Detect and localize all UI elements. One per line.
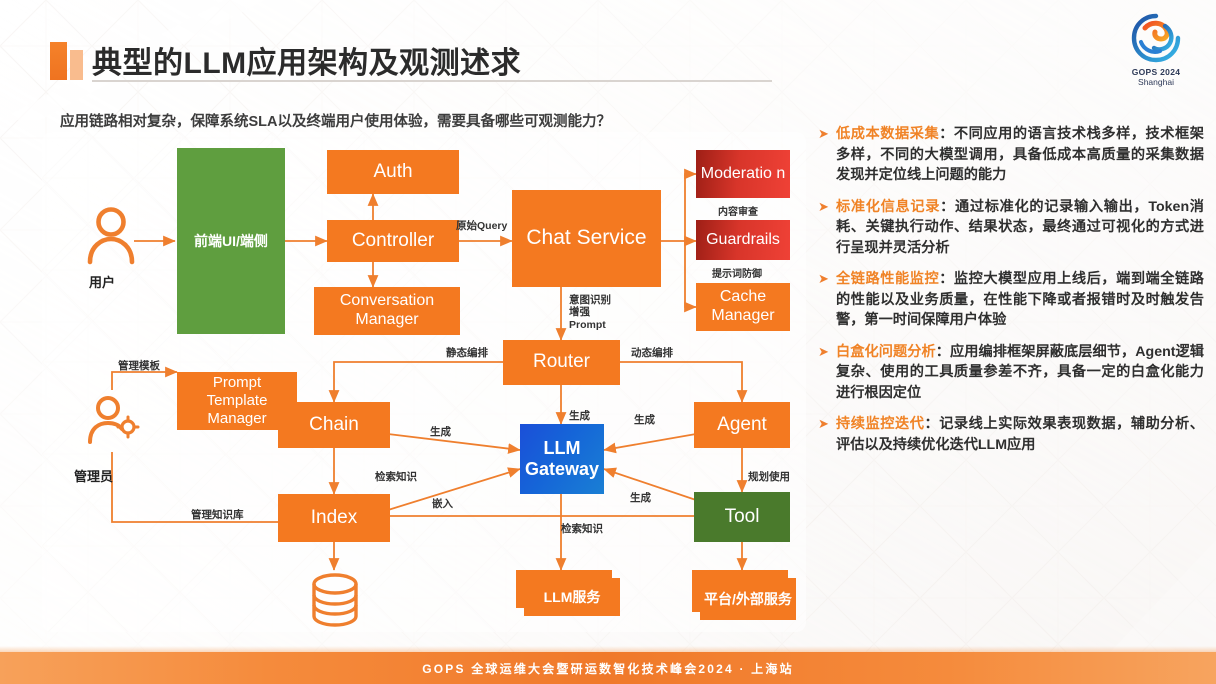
database-icon [312, 573, 358, 627]
footer-text: GOPS 全球运维大会暨研运数智化技术峰会2024 · 上海站 [422, 661, 794, 676]
title-underline [92, 80, 772, 82]
node-moderation[interactable]: Moderatio n [696, 150, 790, 198]
edge-label-manage-kb: 管理知识库 [191, 509, 244, 521]
bullet-body: ：不同应用的语言技术栈多样，技术框架多样，不同的大模型调用，具备低成本高质量的采… [836, 126, 1204, 183]
bullet-body: ：应用编排框架屏蔽底层细节，Agent逻辑复杂、使用的工具质量参差不齐，具备一定… [836, 343, 1204, 401]
bullet-heading: 低成本数据采集 [836, 126, 940, 142]
node-chain[interactable]: Chain [278, 402, 390, 448]
platform-service-front-card: 平台/外部服务 [700, 578, 796, 620]
edge-label-embed: 嵌入 [432, 498, 453, 510]
edge-label-retrieve-knowledge-index: 检索知识 [561, 523, 603, 535]
brand-logo-line1: GOPS 2024 [1131, 67, 1181, 77]
list-item: ➤ 低成本数据采集：不同应用的语言技术栈多样，技术框架多样，不同的大模型调用，具… [818, 124, 1204, 186]
node-conversation-manager[interactable]: Conversation Manager [314, 287, 460, 335]
list-item: ➤ 白盒化问题分析：应用编排框架屏蔽底层细节，Agent逻辑复杂、使用的工具质量… [818, 342, 1204, 404]
architecture-diagram-card [42, 132, 806, 632]
bullet-heading: 白盒化问题分析 [836, 343, 936, 360]
node-llm-service[interactable]: LLM服务 [516, 570, 620, 616]
page-header: 典型的LLM应用架构及观测述求 [0, 0, 1216, 100]
title-accent-icon [50, 42, 84, 80]
node-router[interactable]: Router [503, 340, 620, 385]
page-title: 典型的LLM应用架构及观测述求 [92, 47, 522, 80]
caption-moderation: 内容审查 [718, 207, 758, 218]
person-gear-icon [88, 396, 140, 444]
card-pattern [42, 132, 806, 632]
node-guardrails[interactable]: Guardrails [696, 220, 790, 260]
brand-logo: GOPS 2024 Shanghai [1114, 12, 1198, 92]
node-controller[interactable]: Controller [327, 220, 459, 262]
node-agent[interactable]: Agent [694, 402, 790, 448]
bullet-body: ：监控大模型应用上线后，端到端全链路的性能以及业务质量，在性能下降或者报错时及时… [836, 271, 1204, 328]
edge-label-generate-router: 生成 [569, 410, 590, 422]
edge-label-retrieve-knowledge-chain: 检索知识 [375, 471, 417, 483]
chevron-right-icon: ➤ [818, 343, 829, 359]
persona-label-admin: 管理员 [74, 469, 114, 484]
node-frontend[interactable]: 前端UI/端侧 [177, 148, 285, 334]
bullet-heading: 标准化信息记录 [836, 198, 941, 215]
bullet-text: 标准化信息记录：通过标准化的记录输入输出，Token消耗、关键执行动作、结果状态… [836, 197, 1204, 259]
bullet-text: 全链路性能监控：监控大模型应用上线后，端到端全链路的性能以及业务质量，在性能下降… [836, 269, 1204, 331]
chevron-right-icon: ➤ [818, 198, 829, 214]
node-cache-manager[interactable]: Cache Manager [696, 283, 790, 331]
node-platform-service[interactable]: 平台/外部服务 [692, 570, 796, 620]
node-index[interactable]: Index [278, 494, 390, 542]
edge-label-generate-tool: 生成 [630, 492, 651, 504]
page-subtitle: 应用链路相对复杂，保障系统SLA以及终端用户使用体验，需要具备哪些可观测能力？ [60, 114, 611, 130]
edge-label-manage-template: 管理模板 [118, 360, 160, 372]
footer-edge [0, 646, 1216, 652]
diagram-connectors [111, 168, 748, 571]
observability-requirements-list: ➤ 低成本数据采集：不同应用的语言技术栈多样，技术框架多样，不同的大模型调用，具… [818, 124, 1204, 466]
page-footer: GOPS 全球运维大会暨研运数智化技术峰会2024 · 上海站 [0, 652, 1216, 684]
bullet-body: ：记录线上实际效果表现数据，辅助分析、评估以及持续优化迭代LLM应用 [836, 416, 1204, 453]
node-chat-service[interactable]: Chat Service [512, 190, 661, 287]
node-tool[interactable]: Tool [694, 492, 790, 542]
chevron-right-icon: ➤ [818, 416, 829, 431]
bullet-body: ：通过标准化的记录输入输出，Token消耗、关键执行动作、结果状态，最终通过可视… [836, 198, 1204, 256]
bullet-text: 白盒化问题分析：应用编排框架屏蔽底层细节，Agent逻辑复杂、使用的工具质量参差… [836, 342, 1204, 404]
bullet-heading: 持续监控迭代 [836, 416, 925, 432]
architecture-diagram: 用户 管理员 前端UI/端侧 Auth Controller Conversat… [42, 132, 806, 632]
edge-label-generate-chain: 生成 [430, 426, 451, 438]
edge-label-raw-query: 原始Query [456, 220, 508, 232]
bullet-text: 持续监控迭代：记录线上实际效果表现数据，辅助分析、评估以及持续优化迭代LLM应用 [836, 414, 1204, 455]
bullet-text: 低成本数据采集：不同应用的语言技术栈多样，技术框架多样，不同的大模型调用，具备低… [836, 124, 1204, 186]
gops-logo-icon [1131, 13, 1181, 63]
list-item: ➤ 全链路性能监控：监控大模型应用上线后，端到端全链路的性能以及业务质量，在性能… [818, 269, 1204, 331]
edge-label-plan-use: 规划使用 [748, 471, 790, 483]
edge-label-dynamic-orchestration: 动态编排 [631, 347, 673, 359]
list-item: ➤ 标准化信息记录：通过标准化的记录输入输出，Token消耗、关键执行动作、结果… [818, 197, 1204, 259]
node-llm-gateway[interactable]: LLM Gateway [520, 424, 604, 494]
person-icon [87, 207, 135, 265]
edge-label-generate-agent: 生成 [634, 414, 655, 426]
persona-label-user: 用户 [89, 275, 116, 290]
brand-logo-line2: Shanghai [1138, 77, 1174, 87]
edge-label-static-orchestration: 静态编排 [446, 347, 488, 359]
chevron-right-icon: ➤ [818, 126, 829, 141]
node-auth[interactable]: Auth [327, 150, 459, 194]
node-prompt-template-manager[interactable]: Prompt Template Manager [177, 372, 297, 430]
bullet-heading: 全链路性能监控 [836, 271, 940, 287]
llm-service-front-card: LLM服务 [524, 578, 620, 616]
caption-guardrails: 提示词防御 [712, 269, 762, 280]
chevron-right-icon: ➤ [818, 271, 829, 286]
list-item: ➤ 持续监控迭代：记录线上实际效果表现数据，辅助分析、评估以及持续优化迭代LLM… [818, 414, 1204, 455]
